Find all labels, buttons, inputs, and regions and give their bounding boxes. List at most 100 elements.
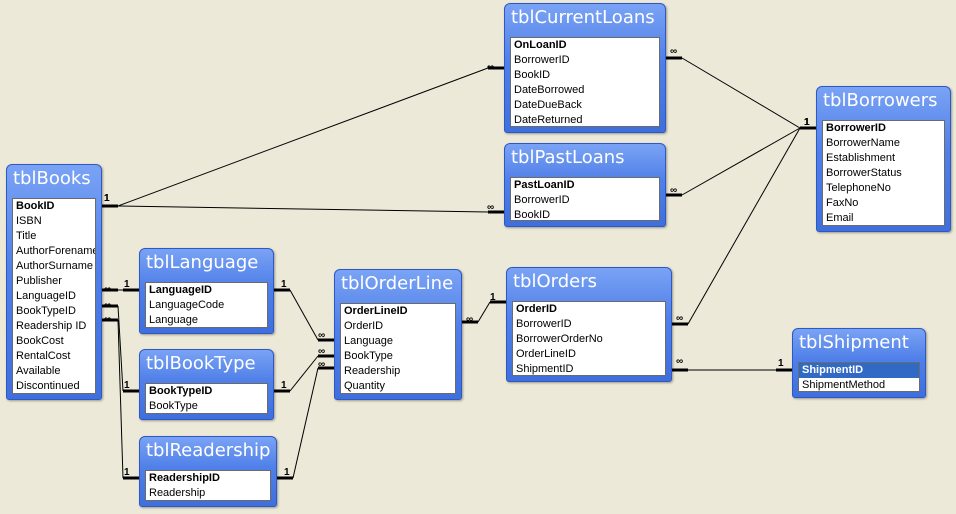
field-item[interactable]: BorrowerID (826, 122, 886, 134)
relationship-line[interactable] (666, 56, 816, 130)
field-item[interactable]: OrderLineID (344, 305, 408, 317)
field-item[interactable]: Publisher (16, 275, 62, 287)
relationship-line[interactable] (102, 204, 504, 214)
field-item[interactable]: BorrowerID (514, 194, 570, 206)
field-item[interactable]: BookID (514, 69, 551, 81)
relationship-line[interactable] (666, 126, 816, 197)
field-item[interactable]: FaxNo (826, 197, 859, 209)
field-item[interactable]: Language (149, 314, 198, 326)
table-title[interactable]: tblShipment (799, 332, 909, 353)
table-title[interactable]: tblPastLoans (511, 147, 625, 168)
field-list[interactable]: PastLoanID BorrowerID BookID (510, 177, 660, 221)
field-item[interactable]: BorrowerID (516, 318, 572, 330)
many-cardinality-label: ∞ (676, 313, 683, 324)
field-item[interactable]: BookCost (16, 335, 64, 347)
table-title[interactable]: tblLanguage (146, 252, 259, 273)
field-item[interactable]: OrderID (516, 303, 557, 315)
relationship-line[interactable] (102, 66, 504, 208)
field-item[interactable]: AuthorSurname (16, 260, 94, 272)
field-item[interactable]: BookTypeID (149, 385, 213, 397)
relationship-line[interactable] (102, 318, 139, 480)
field-item[interactable]: BorrowerStatus (826, 167, 902, 179)
many-cardinality-label: ∞ (104, 314, 111, 325)
field-item[interactable]: OrderID (344, 320, 384, 332)
many-cardinality-label: ∞ (670, 46, 677, 57)
field-item[interactable]: Readership ID (16, 320, 87, 332)
relationship-line[interactable] (462, 300, 506, 324)
relationship-line[interactable] (277, 366, 334, 480)
field-item[interactable]: Readership (149, 487, 206, 499)
field-item[interactable]: BorrowerID (514, 54, 570, 66)
relationship-line[interactable] (102, 304, 139, 393)
field-item[interactable]: Email (826, 212, 854, 224)
field-item[interactable]: ShipmentID (799, 363, 919, 378)
field-item[interactable]: BorrowerOrderNo (516, 333, 603, 345)
field-item[interactable]: DateBorrowed (514, 84, 585, 96)
table-title[interactable]: tblOrderLine (341, 273, 454, 294)
field-item[interactable]: ISBN (16, 215, 42, 227)
field-item[interactable]: BorrowerName (826, 137, 900, 149)
relationship-line[interactable] (274, 288, 334, 342)
field-list[interactable]: ReadershipID Readership (145, 470, 271, 501)
relationship-line[interactable] (672, 126, 816, 326)
field-item[interactable]: LanguageCode (149, 299, 225, 311)
field-item[interactable]: BookType (149, 400, 198, 412)
field-item[interactable]: BookID (514, 209, 551, 221)
field-item[interactable]: PastLoanID (514, 179, 575, 191)
table-title[interactable]: tblBookType (146, 353, 256, 374)
field-item[interactable]: Readership (344, 365, 401, 377)
field-item[interactable]: TelephoneNo (826, 182, 891, 194)
many-cardinality-label: ∞ (104, 284, 111, 295)
many-cardinality-label: ∞ (318, 359, 325, 370)
one-cardinality-label: 1 (124, 467, 130, 478)
one-cardinality-label: 1 (284, 467, 290, 478)
many-cardinality-label: ∞ (670, 185, 677, 196)
table-title[interactable]: tblCurrentLoans (511, 7, 655, 28)
field-item[interactable]: LanguageID (149, 284, 212, 296)
field-item[interactable]: ShipmentID (516, 363, 574, 375)
field-item[interactable]: OnLoanID (514, 39, 567, 51)
field-item[interactable]: BookType (344, 350, 393, 362)
relationship-line[interactable] (274, 354, 334, 393)
field-item[interactable]: ReadershipID (149, 472, 220, 484)
table-title[interactable]: tblOrders (513, 271, 598, 292)
field-item[interactable]: LanguageID (16, 290, 76, 302)
table-title[interactable]: tblBooks (13, 168, 91, 189)
one-cardinality-label: 1 (281, 380, 287, 391)
field-item[interactable]: RentalCost (16, 350, 71, 362)
field-item[interactable]: BookTypeID (16, 305, 76, 317)
table-title[interactable]: tblBorrowers (823, 90, 938, 111)
field-list[interactable]: BookTypeID BookType (145, 383, 268, 414)
table-title[interactable]: tblReadership (146, 440, 271, 461)
field-item[interactable]: Quantity (344, 380, 385, 392)
field-item[interactable]: AuthorForename (16, 245, 96, 257)
field-item[interactable]: Language (344, 335, 393, 347)
field-item[interactable]: Discontinued (16, 380, 80, 392)
field-item[interactable]: OrderLineID (516, 348, 576, 360)
field-item[interactable]: Available (16, 365, 61, 377)
field-item[interactable]: DateReturned (514, 114, 583, 126)
field-item[interactable]: ShipmentMethod (802, 379, 886, 391)
field-item[interactable]: Title (16, 230, 37, 242)
field-item[interactable]: BookID (16, 200, 55, 212)
field-item[interactable]: Establishment (826, 152, 896, 164)
one-cardinality-label: 1 (104, 193, 110, 204)
field-item[interactable]: DateDueBack (514, 99, 582, 111)
